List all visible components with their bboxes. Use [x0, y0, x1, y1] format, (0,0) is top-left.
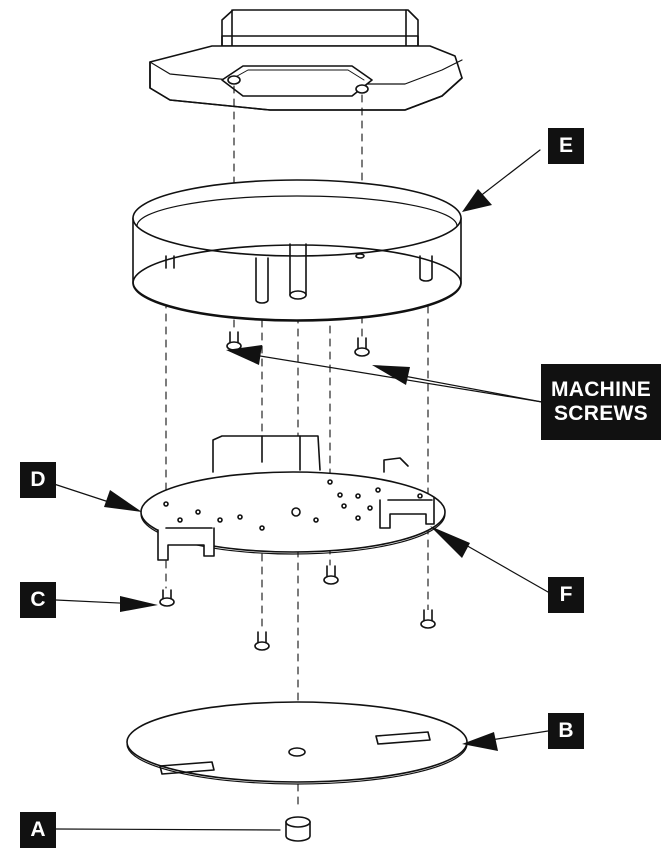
machine-screw-left: [226, 331, 242, 351]
screw-right: [420, 609, 436, 629]
machine-screw-right: [354, 337, 370, 357]
callout-b: B: [548, 713, 584, 749]
callout-machine-screws-line1: MACHINE: [550, 377, 652, 401]
base-plate: [126, 701, 468, 785]
screw-center-right: [323, 565, 339, 585]
callout-d: D: [20, 462, 56, 498]
callout-f: F: [548, 577, 584, 613]
plug: [285, 816, 311, 842]
callout-machine-screws-line2: SCREWS: [554, 402, 648, 425]
arrowheads: [104, 189, 498, 751]
screw-center-left: [254, 631, 270, 651]
mounting-plate: [140, 435, 446, 561]
mounting-ring: [132, 179, 462, 322]
ceiling-mount-bracket: [149, 9, 463, 111]
callout-a: A: [20, 812, 56, 848]
callout-e: E: [548, 128, 584, 164]
screw-c: [159, 589, 175, 607]
callout-c: C: [20, 582, 56, 618]
